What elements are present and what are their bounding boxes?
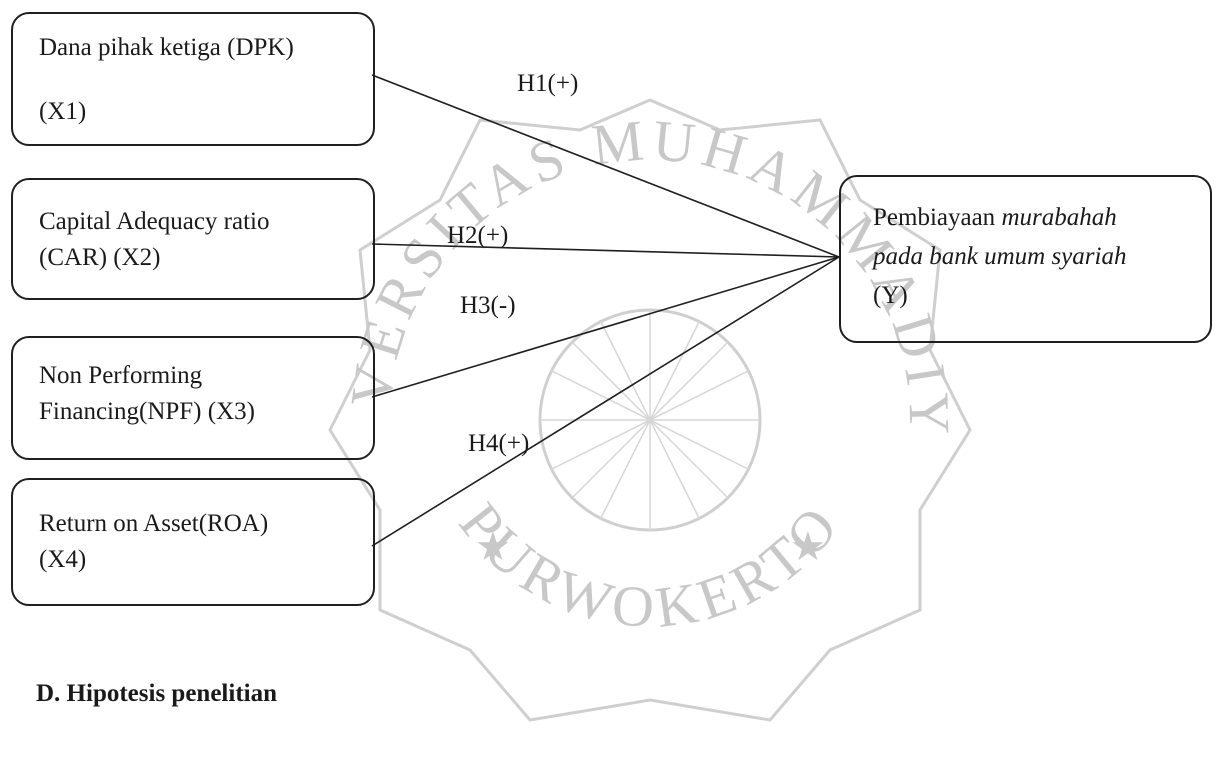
section-heading: D. Hipotesis penelitian: [36, 680, 277, 707]
y-label-line3: (Y): [873, 281, 908, 309]
x1-label-line1: Dana pihak ketiga (DPK): [39, 34, 294, 61]
x2-label-line2: (CAR) (X2): [39, 244, 161, 272]
y-label-line2: pada bank umum syariah: [873, 242, 1127, 270]
variable-box-x1-dpk: Dana pihak ketiga (DPK) (X1): [11, 12, 375, 146]
variable-box-x2-car: Capital Adequacy ratio (CAR) (X2): [11, 178, 375, 300]
hypothesis-label-h4: H4(+): [468, 430, 530, 457]
y-label-line1: Pembiayaan murabahah: [873, 199, 1210, 238]
x2-label-line1: Capital Adequacy ratio: [39, 208, 270, 235]
university-seal-watermark: UNIVERSITAS MUHAMMADIYAH PURWOKERTO ★ ★: [300, 60, 972, 722]
watermark-star-left: ★: [475, 524, 511, 569]
arrow-h3: [371, 256, 840, 398]
hypothesis-label-h2: H2(+): [447, 222, 509, 249]
x3-label-line2: Financing(NPF) (X3): [39, 398, 255, 426]
x4-label-line2: (X4): [39, 546, 87, 574]
arrow-h1: [371, 74, 840, 258]
arrow-h4: [371, 256, 840, 547]
hypothesis-label-h1: H1(+): [517, 70, 579, 97]
x4-label-line1: Return on Asset(ROA): [39, 510, 269, 537]
y-label-line1-italic: murabahah: [1001, 204, 1117, 231]
arrow-h2: [371, 243, 840, 258]
x1-label-line2: (X1): [39, 98, 87, 126]
variable-box-y-murabahah: Pembiayaan murabahah pada bank umum syar…: [839, 175, 1212, 343]
x3-label-line1: Non Performing: [39, 362, 203, 389]
hypothesis-label-h3: H3(-): [460, 292, 516, 319]
y-label-line1-plain: Pembiayaan: [873, 204, 1002, 231]
variable-box-x4-roa: Return on Asset(ROA) (X4): [11, 478, 375, 606]
watermark-star-right: ★: [790, 524, 826, 569]
variable-box-x3-npf: Non Performing Financing(NPF) (X3): [11, 336, 375, 460]
